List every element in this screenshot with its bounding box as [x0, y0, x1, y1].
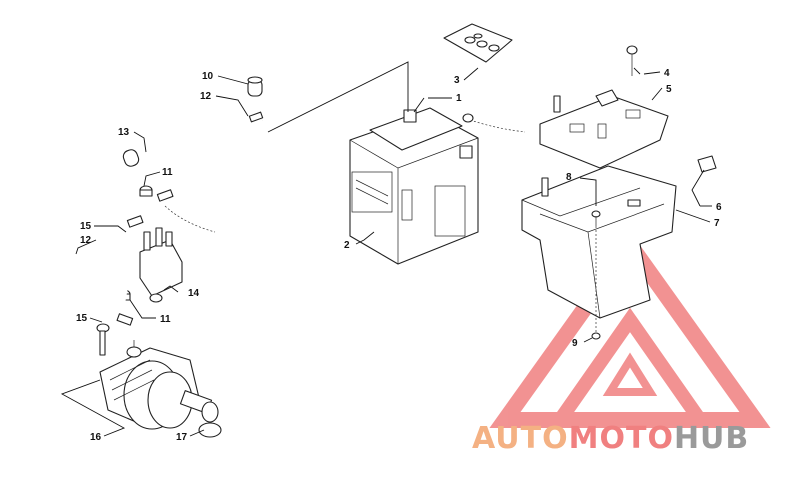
starter-motor [99, 340, 219, 430]
watermark-auto: AUTO [472, 421, 569, 456]
callout-17: 17 [176, 432, 188, 443]
hold-down-plate [539, 89, 669, 169]
callout-6: 6 [716, 202, 722, 213]
callout-labels: 1 2 3 4 5 6 7 8 9 10 11 11 12 12 13 14 1… [76, 68, 722, 443]
nut-11-upper [139, 185, 153, 197]
callout-10: 10 [202, 71, 214, 82]
svg-text:AUTOMOTOHUB: AUTOMOTOHUB [472, 421, 749, 456]
callout-8: 8 [566, 172, 572, 183]
callout-15-upper: 15 [80, 221, 92, 232]
callout-2: 2 [344, 240, 350, 251]
callout-4: 4 [664, 68, 670, 79]
callout-12-lower: 12 [80, 235, 92, 246]
callout-15-lower: 15 [76, 313, 88, 324]
knob [626, 45, 638, 76]
callout-14: 14 [188, 288, 200, 299]
callout-3: 3 [454, 75, 460, 86]
callout-9: 9 [572, 338, 578, 349]
nut-9 [591, 332, 601, 340]
watermark-text: AUTOMOTOHUB [472, 421, 749, 456]
cable-12-lower [87, 221, 141, 321]
battery [349, 107, 479, 265]
terminal-cap [122, 149, 140, 167]
o-ring [198, 422, 222, 438]
callout-12-upper: 12 [200, 91, 212, 102]
terminal-hardware [443, 23, 513, 63]
callout-7: 7 [714, 218, 720, 229]
callout-11-upper: 11 [162, 167, 173, 178]
callout-11-lower: 11 [160, 314, 171, 325]
clip [697, 155, 717, 173]
watermark-moto: MOTO [569, 421, 674, 456]
solenoid [139, 227, 183, 303]
callout-5: 5 [666, 84, 672, 95]
callout-13: 13 [118, 127, 130, 138]
callout-1: 1 [456, 93, 462, 104]
cap-10 [247, 76, 263, 97]
cable-12-upper [169, 119, 263, 199]
watermark-hub: HUB [674, 421, 749, 456]
screw-8 [591, 210, 601, 226]
callout-16: 16 [90, 432, 102, 443]
leader-lines [60, 61, 712, 437]
battery-tray [521, 165, 677, 319]
watermark-logo [489, 231, 771, 428]
bolt-15-lower [96, 323, 110, 356]
